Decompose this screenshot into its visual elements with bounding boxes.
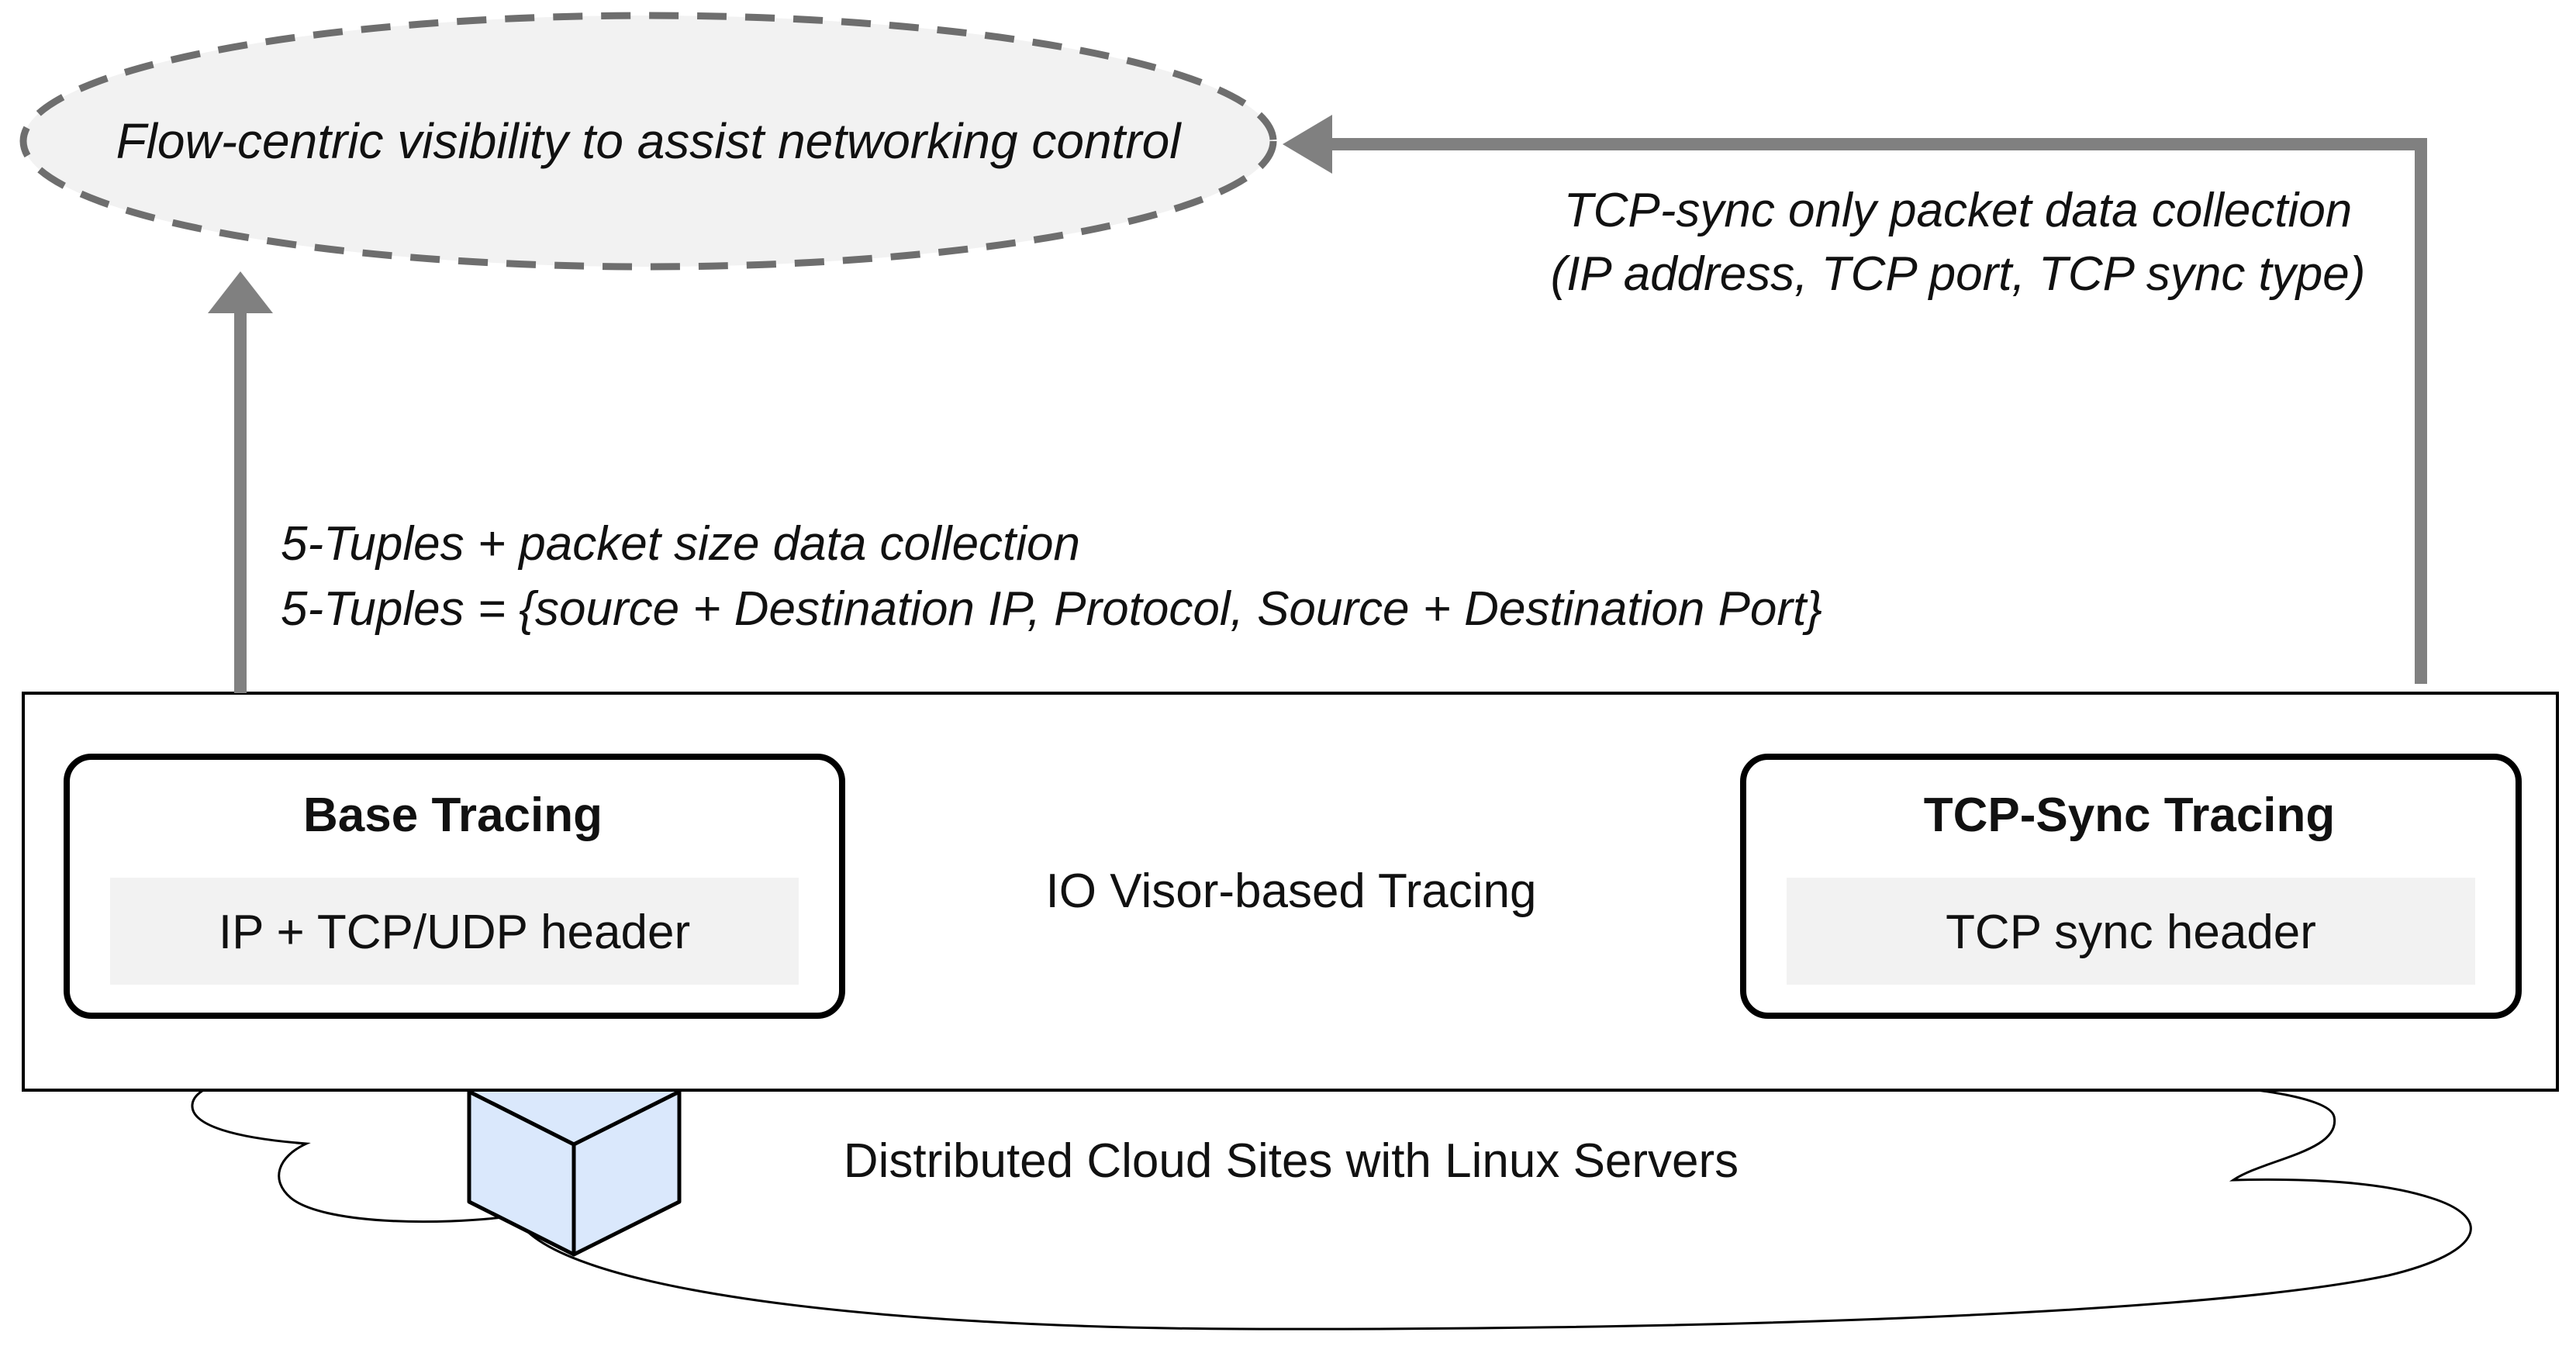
- base-collection-arrow: [208, 271, 273, 693]
- base-tracing-header: IP + TCP/UDP header: [219, 906, 690, 959]
- tcp-sync-header-box: [1787, 878, 2475, 985]
- base-tracing-title: Base Tracing: [303, 789, 603, 842]
- tcp-sync-annotation: TCP-sync only packet data collection (IP…: [1551, 184, 2366, 301]
- tcp-sync-tracing-box: TCP-Sync Tracing TCP sync header: [1740, 754, 2522, 1019]
- tcp-sync-annotation-line2: (IP address, TCP port, TCP sync type): [1551, 247, 2366, 301]
- base-tracing-header-box: [110, 878, 799, 985]
- tcp-sync-collection-arrow: [1283, 115, 2427, 684]
- base-annotation-line1: 5-Tuples + packet size data collection: [281, 517, 1080, 571]
- base-tracing-box: Base Tracing IP + TCP/UDP header: [64, 754, 845, 1019]
- tcp-sync-tracing-title: TCP-Sync Tracing: [1924, 789, 2336, 842]
- cloud: Distributed Cloud Sites with Linux Serve…: [191, 1087, 2472, 1330]
- tcp-sync-header: TCP sync header: [1946, 906, 2316, 959]
- base-annotation: 5-Tuples + packet size data collection 5…: [281, 517, 1822, 636]
- goal-ellipse: Flow-centric visibility to assist networ…: [19, 12, 1277, 271]
- base-annotation-line2: 5-Tuples = {source + Destination IP, Pro…: [281, 582, 1822, 636]
- goal-text: Flow-centric visibility to assist networ…: [116, 113, 1183, 169]
- tcp-sync-annotation-line1: TCP-sync only packet data collection: [1564, 184, 2353, 237]
- cloud-label: Distributed Cloud Sites with Linux Serve…: [844, 1134, 1739, 1188]
- io-visor-label: IO Visor-based Tracing: [1046, 865, 1537, 918]
